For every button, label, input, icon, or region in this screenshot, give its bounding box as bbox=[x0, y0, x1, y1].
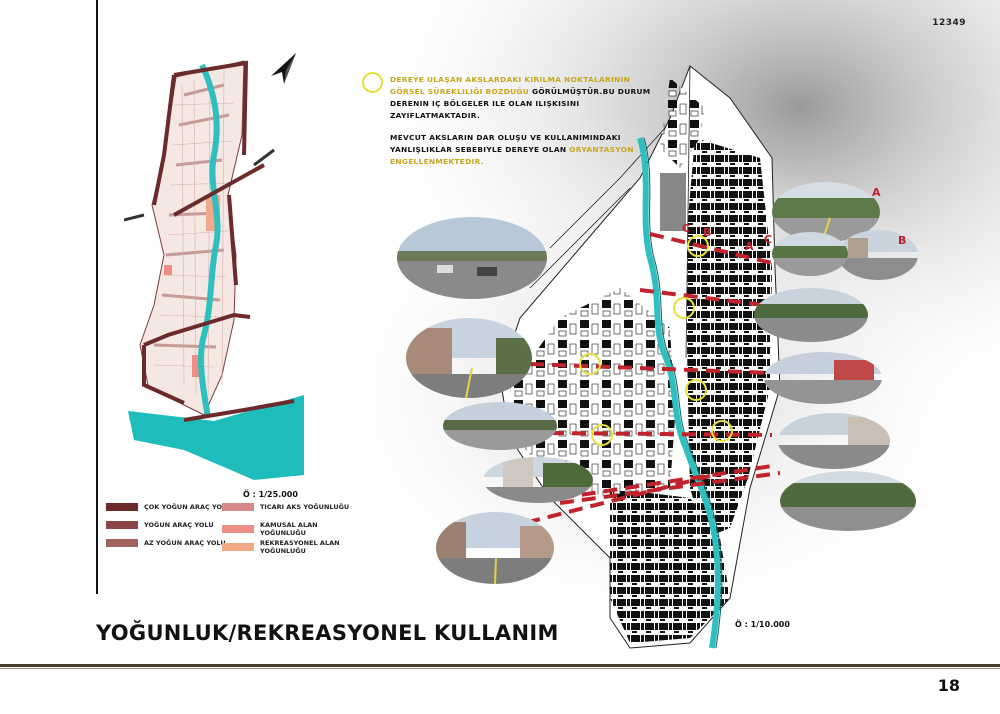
yellow-ring-markers bbox=[579, 235, 733, 446]
detail-map bbox=[499, 65, 781, 649]
note-highlight-2: ORYANTASYON ENGELLENMEKTEDIR. bbox=[390, 145, 634, 166]
note-text-2: MEVCUT AKSLARIN DAR OLUŞU VE KULLANIMIND… bbox=[390, 133, 621, 154]
legend-swatch bbox=[222, 503, 254, 511]
legend-swatch bbox=[106, 539, 138, 547]
legend-item-1: ÇOK YOĞUN ARAÇ YOLU bbox=[106, 503, 244, 511]
red-axes bbox=[504, 232, 781, 530]
street-photo-right-4 bbox=[754, 288, 868, 342]
legend-swatch bbox=[106, 521, 138, 529]
street-photo-right-6 bbox=[778, 413, 890, 469]
photo-label-c-right: C bbox=[764, 233, 773, 246]
street-photo-left-2 bbox=[406, 318, 532, 398]
photo-label-b-map: B bbox=[703, 226, 712, 239]
legend-label: ÇOK YOĞUN ARAÇ YOLU bbox=[144, 503, 232, 511]
legend-swatch bbox=[222, 543, 254, 551]
legend-label: KAMUSAL ALAN YOĞUNLUĞU bbox=[260, 521, 318, 537]
overview-map bbox=[124, 60, 304, 480]
photo-label-b-right: B bbox=[898, 234, 907, 247]
note-paragraph-2: MEVCUT AKSLARIN DAR OLUŞU VE KULLANIMIND… bbox=[390, 132, 660, 168]
page-code: 12349 bbox=[932, 18, 966, 28]
legend-item-3: AZ YOĞUN ARAÇ YOLU bbox=[106, 539, 244, 547]
north-arrow-icon bbox=[271, 53, 296, 84]
street-photo-right-3 bbox=[772, 232, 848, 276]
note-paragraph-1: DEREYE ULAŞAN AKSLARDAKI KIRILMA NOKTALA… bbox=[390, 74, 660, 122]
sea-area bbox=[128, 395, 304, 480]
photo-label-c-map: C bbox=[682, 222, 691, 235]
street-photo-right-7 bbox=[780, 471, 916, 531]
note-text-1: GÖRÜLMÜŞTÜR.BU DURUM DERENIN IÇ BÖLGELER… bbox=[390, 87, 651, 120]
legend-item-6: REKREASYONEL ALAN YOĞUNLUĞU bbox=[222, 539, 360, 555]
yellow-ring-marker-icon bbox=[362, 72, 383, 93]
legend-item-2: YOĞUN ARAÇ YOLU bbox=[106, 521, 244, 529]
detail-river bbox=[637, 137, 721, 649]
photo-label-a-right: A bbox=[872, 186, 881, 199]
analysis-notes: DEREYE ULAŞAN AKSLARDAKI KIRILMA NOKTALA… bbox=[390, 74, 660, 178]
photo-label-a-map: A bbox=[745, 240, 754, 253]
page-title: YOĞUNLUK/REKREASYONEL KULLANIM bbox=[96, 621, 559, 645]
page-number: 18 bbox=[937, 676, 960, 695]
street-photo-left-4 bbox=[483, 457, 593, 503]
legend-swatch bbox=[106, 503, 138, 511]
scale-large: Ö : 1/10.000 bbox=[735, 620, 790, 629]
dense-blocks-east bbox=[686, 138, 772, 538]
legend-item-5: KAMUSAL ALAN YOĞUNLUĞU bbox=[222, 521, 360, 537]
scale-small: Ö : 1/25.000 bbox=[243, 490, 298, 499]
note-highlight-1: DEREYE ULAŞAN AKSLARDAKI KIRILMA NOKTALA… bbox=[390, 75, 631, 96]
overview-river bbox=[198, 63, 221, 418]
legend-swatch bbox=[222, 525, 254, 533]
overview-roads bbox=[142, 60, 295, 422]
legend-item-4: TICARI AKS YOĞUNLUĞU bbox=[222, 503, 360, 511]
street-photo-right-5 bbox=[764, 352, 882, 404]
sparse-blocks-west bbox=[510, 288, 675, 498]
legend-label: REKREASYONEL ALAN YOĞUNLUĞU bbox=[260, 539, 340, 555]
left-vertical-rule bbox=[96, 0, 98, 594]
sparse-blocks-north bbox=[660, 78, 705, 168]
street-photo-right-2 bbox=[838, 230, 918, 280]
legend-label: YOĞUN ARAÇ YOLU bbox=[144, 521, 214, 529]
legend-label: TICARI AKS YOĞUNLUĞU bbox=[260, 503, 350, 511]
dense-blocks-south bbox=[610, 488, 730, 643]
street-photo-left-1 bbox=[397, 217, 547, 299]
street-photo-left-3 bbox=[443, 402, 557, 450]
bottom-rule-thin bbox=[0, 668, 1000, 669]
bottom-rule bbox=[0, 664, 1000, 667]
legend-label: AZ YOĞUN ARAÇ YOLU bbox=[144, 539, 226, 547]
street-photo-left-5 bbox=[436, 512, 554, 584]
